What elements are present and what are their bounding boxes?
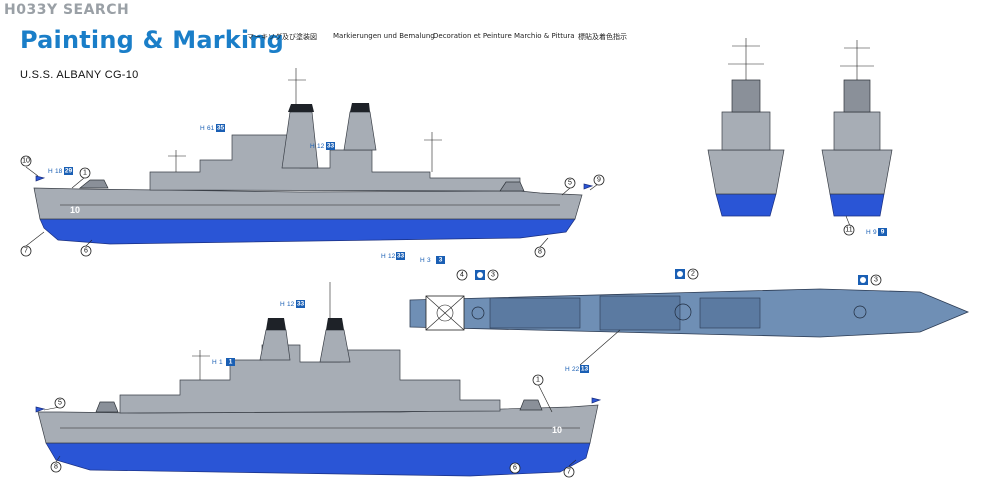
svg-text:2: 2 xyxy=(691,271,695,278)
callout-8-upper: 8 xyxy=(534,246,546,258)
callout-5-upper: 5 xyxy=(564,177,576,189)
svg-text:H: H xyxy=(866,229,871,236)
svg-text:6: 6 xyxy=(84,248,88,255)
lower-hull-blue xyxy=(45,442,591,477)
svg-text:10: 10 xyxy=(22,158,30,165)
paint-symbol-badge xyxy=(675,269,685,279)
svg-text:H: H xyxy=(381,253,386,260)
svg-text:1: 1 xyxy=(219,359,223,366)
subtitle-japanese: マーキソグ及び塗装図 xyxy=(247,33,317,41)
svg-text:H: H xyxy=(310,143,315,150)
paint-symbol-badge xyxy=(475,270,485,280)
svg-text:3: 3 xyxy=(491,272,495,279)
upper-forward-stack xyxy=(281,111,319,169)
svg-text:33: 33 xyxy=(327,143,335,150)
ship-name: U.S.S. ALBANY CG-10 xyxy=(20,69,139,81)
svg-text:3: 3 xyxy=(874,277,878,284)
upper-hull-gray xyxy=(33,187,583,220)
svg-text:H: H xyxy=(48,168,53,175)
brand-logo-text: H033Y SEARCH xyxy=(4,2,130,18)
svg-text:35: 35 xyxy=(217,125,225,132)
lower-hull-gray xyxy=(37,404,599,444)
callout-1-upper: 1 xyxy=(79,167,91,179)
svg-text:13: 13 xyxy=(581,366,589,373)
color-code-12-33-hull: H 12 33 xyxy=(381,252,405,260)
svg-text:1: 1 xyxy=(229,359,233,366)
svg-text:H: H xyxy=(200,125,205,132)
upper-hull-blue xyxy=(39,218,576,245)
callout-2: 2 xyxy=(687,268,699,280)
ship-top-view xyxy=(409,288,970,338)
svg-text:8: 8 xyxy=(54,464,58,471)
svg-text:12: 12 xyxy=(287,301,295,308)
callout-7-lower: 7 xyxy=(563,466,575,478)
lower-superstructure xyxy=(119,344,501,414)
ship-front-view xyxy=(707,38,785,217)
callout-5-lower: 5 xyxy=(54,397,66,409)
ship-profile-upper: 10 xyxy=(33,68,594,245)
callout-6-lower: 6 xyxy=(509,462,521,474)
svg-text:8: 8 xyxy=(538,249,542,256)
ship-profile-lower: 10 xyxy=(35,282,602,477)
svg-text:9: 9 xyxy=(597,177,601,184)
callout-10-upper: 10 xyxy=(20,155,32,167)
svg-text:33: 33 xyxy=(397,253,405,260)
subtitle-italian: Marchio & Pittura xyxy=(514,32,575,40)
subtitle-chinese: 標貼及着色指示 xyxy=(578,33,627,41)
subtitle-french: Decoration et Peinture xyxy=(433,32,512,40)
paint-symbol-badge xyxy=(858,275,868,285)
svg-text:H: H xyxy=(280,301,285,308)
ship-rear-view xyxy=(821,40,893,217)
svg-text:9: 9 xyxy=(873,229,877,236)
svg-text:12: 12 xyxy=(317,143,325,150)
svg-text:33: 33 xyxy=(297,301,305,308)
color-code-1-1: H 1 1 xyxy=(212,358,235,366)
color-code-12-33-upper: H 12 33 xyxy=(310,142,335,150)
color-code-18-29: H 18 29 xyxy=(48,167,73,175)
svg-text:H: H xyxy=(420,257,425,264)
svg-text:4: 4 xyxy=(460,272,464,279)
svg-text:11: 11 xyxy=(845,227,852,234)
callout-6-upper: 6 xyxy=(80,245,92,257)
svg-text:7: 7 xyxy=(567,469,571,476)
callout-9-upper: 9 xyxy=(593,174,605,186)
svg-text:1: 1 xyxy=(83,170,87,177)
callout-3-aft: 3 xyxy=(487,269,499,281)
svg-text:29: 29 xyxy=(65,168,73,175)
subtitle-german: Markierungen und Bemalung xyxy=(333,32,435,40)
svg-text:9: 9 xyxy=(881,229,885,236)
hull-number-lower: 10 xyxy=(552,425,562,435)
svg-text:H: H xyxy=(212,359,217,366)
lower-forward-stack xyxy=(259,329,291,361)
svg-text:5: 5 xyxy=(58,400,62,407)
callout-7-upper: 7 xyxy=(20,245,32,257)
color-code-3-3: H 3 3 xyxy=(420,256,445,264)
svg-text:22: 22 xyxy=(572,366,580,373)
svg-text:61: 61 xyxy=(207,125,215,132)
svg-text:18: 18 xyxy=(55,168,63,175)
svg-text:12: 12 xyxy=(388,253,396,260)
svg-text:1: 1 xyxy=(536,377,540,384)
callout-11: 11 xyxy=(843,224,855,236)
svg-text:5: 5 xyxy=(568,180,572,187)
callout-3-fwd: 3 xyxy=(870,274,882,286)
svg-text:3: 3 xyxy=(427,257,431,264)
svg-text:3: 3 xyxy=(439,257,443,264)
callout-1-lower: 1 xyxy=(532,374,544,386)
page-title: Painting & Marking xyxy=(20,26,285,54)
callout-8-lower: 8 xyxy=(50,461,62,473)
upper-superstructure xyxy=(149,134,521,192)
callout-4: 4 xyxy=(456,269,468,281)
lower-aft-stack xyxy=(319,329,351,363)
svg-text:6: 6 xyxy=(513,465,517,472)
svg-text:7: 7 xyxy=(24,248,28,255)
upper-aft-stack xyxy=(343,111,377,151)
color-code-9-9: H 9 9 xyxy=(866,228,887,236)
svg-text:H: H xyxy=(565,366,570,373)
color-code-61-35: H 61 35 xyxy=(200,124,225,132)
color-code-12-33-lower: H 12 33 xyxy=(280,300,305,308)
color-code-22-13: H 22 13 xyxy=(565,365,589,373)
hull-number-upper: 10 xyxy=(70,205,80,215)
